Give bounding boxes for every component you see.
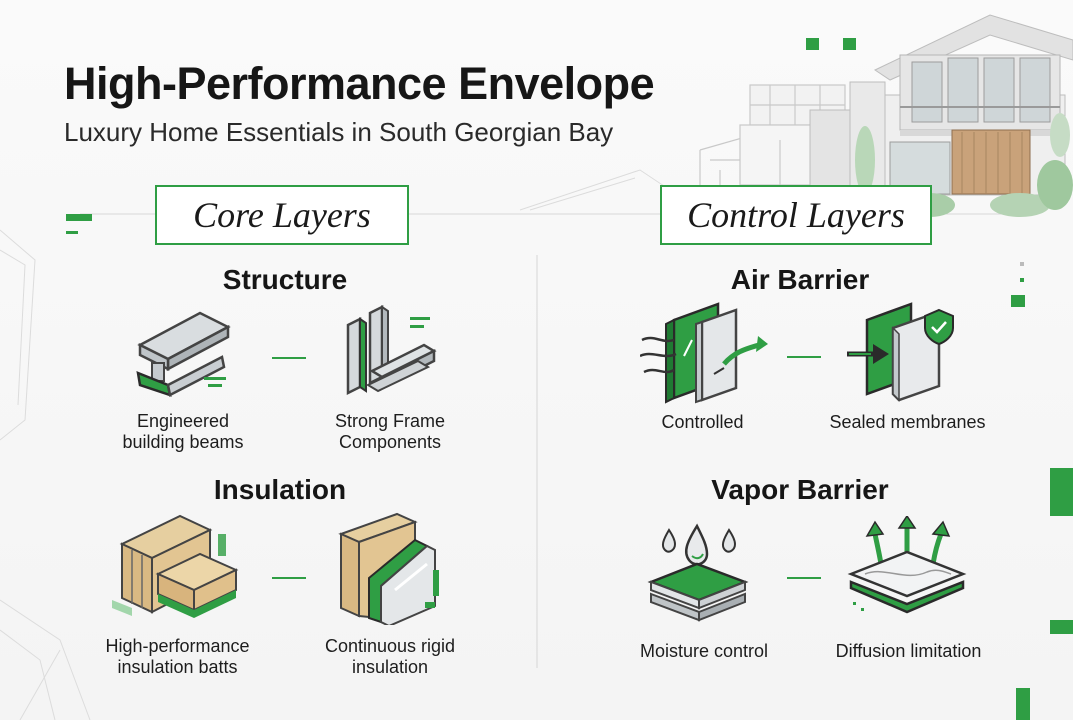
rigid-caption-line1: Continuous rigid (324, 636, 456, 656)
batts-caption-line1: High-performance (105, 636, 250, 656)
beams-caption-line2: building beams (122, 432, 244, 452)
controlled-caption: Controlled (661, 412, 744, 432)
insulation-batts-icon (110, 512, 240, 622)
page-subtitle: Luxury Home Essentials in South Georgian… (64, 117, 614, 147)
air-barrier-title: Air Barrier (730, 264, 870, 295)
diffusion-layers-icon (845, 516, 970, 616)
beams-caption: Engineered building beams (98, 411, 268, 453)
steel-beam-icon (130, 305, 235, 400)
batts-caption: High-performance insulation batts (85, 636, 270, 678)
control-layers-label: Control Layers (660, 185, 932, 245)
airflow-panel-icon (640, 300, 770, 405)
structure-connector (272, 357, 306, 359)
page-title: High-Performance Envelope (64, 58, 655, 109)
structure-title: Structure (222, 264, 348, 295)
sealed-membranes-caption: Sealed membranes (829, 412, 986, 432)
insulation-connector (272, 577, 306, 579)
air-connector (787, 356, 821, 358)
insulation-title: Insulation (213, 474, 347, 505)
frame-caption: Strong Frame Components (305, 411, 475, 453)
moisture-drops-icon (645, 520, 755, 625)
batts-caption-line2: insulation batts (117, 657, 238, 677)
moisture-control-caption: Moisture control (639, 641, 769, 661)
modern-house-illustration (699, 14, 1073, 217)
rigid-caption: Continuous rigid insulation (300, 636, 480, 678)
vapor-connector (787, 577, 821, 579)
frame-caption-line1: Strong Frame (334, 411, 446, 431)
diffusion-limitation-caption: Diffusion limitation (835, 641, 982, 661)
rigid-insulation-icon (335, 510, 445, 625)
sealed-membrane-shield-icon (845, 302, 960, 402)
frame-caption-line2: Components (338, 432, 442, 452)
beams-caption-line1: Engineered (136, 411, 230, 431)
frame-components-icon (338, 305, 438, 400)
vapor-barrier-title: Vapor Barrier (711, 474, 889, 505)
rigid-caption-line2: insulation (351, 657, 429, 677)
core-layers-label: Core Layers (155, 185, 409, 245)
